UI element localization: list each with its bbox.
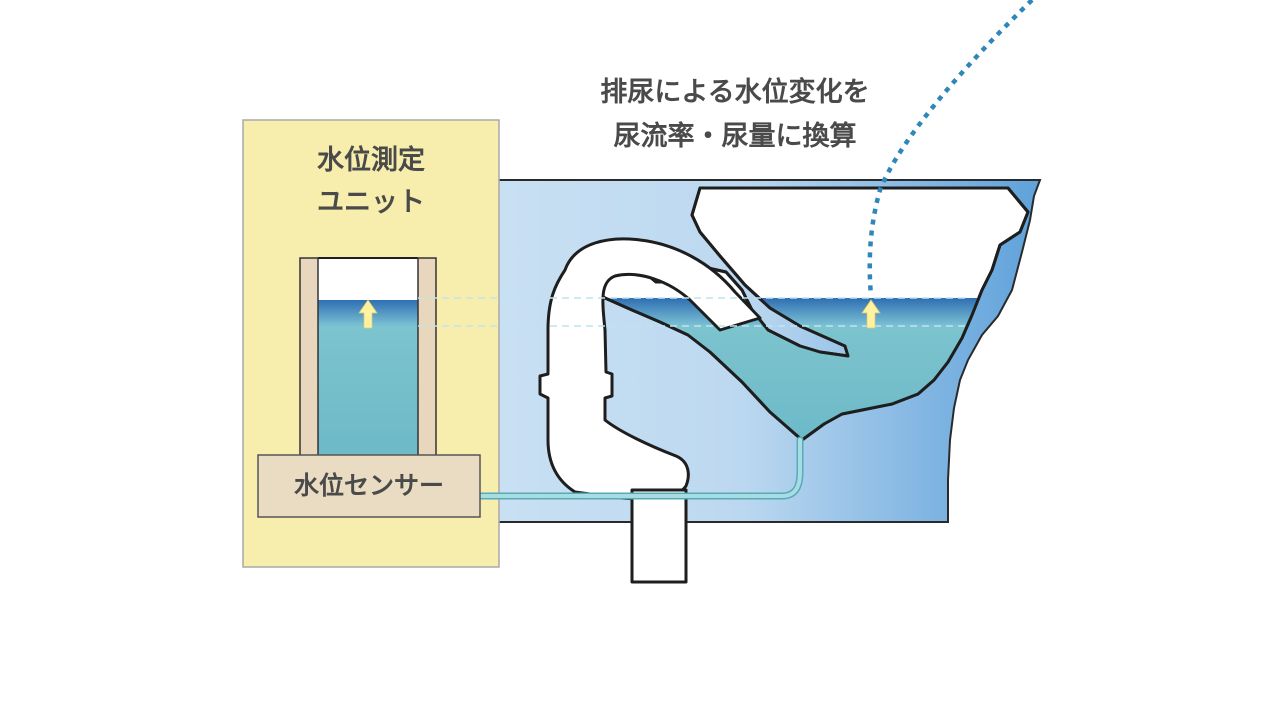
level-rise-arrow-icon <box>358 299 378 329</box>
annotation-text: 尿流率・尿量に換算 <box>613 121 857 152</box>
urine-stream-path <box>867 0 1034 297</box>
unit-title: ユニット <box>317 187 425 218</box>
water-level-sensor <box>257 454 481 518</box>
level-guide-lines <box>418 297 970 327</box>
connector-tube <box>474 436 804 500</box>
annotation-text: 排尿による水位変化を <box>600 77 870 108</box>
sensor-label: 水位センサー <box>293 471 444 500</box>
level-rise-arrow-icon <box>861 299 881 329</box>
drain-trap <box>538 237 762 584</box>
unit-title: 水位測定 <box>317 145 425 176</box>
measurement-cylinder <box>299 257 437 459</box>
